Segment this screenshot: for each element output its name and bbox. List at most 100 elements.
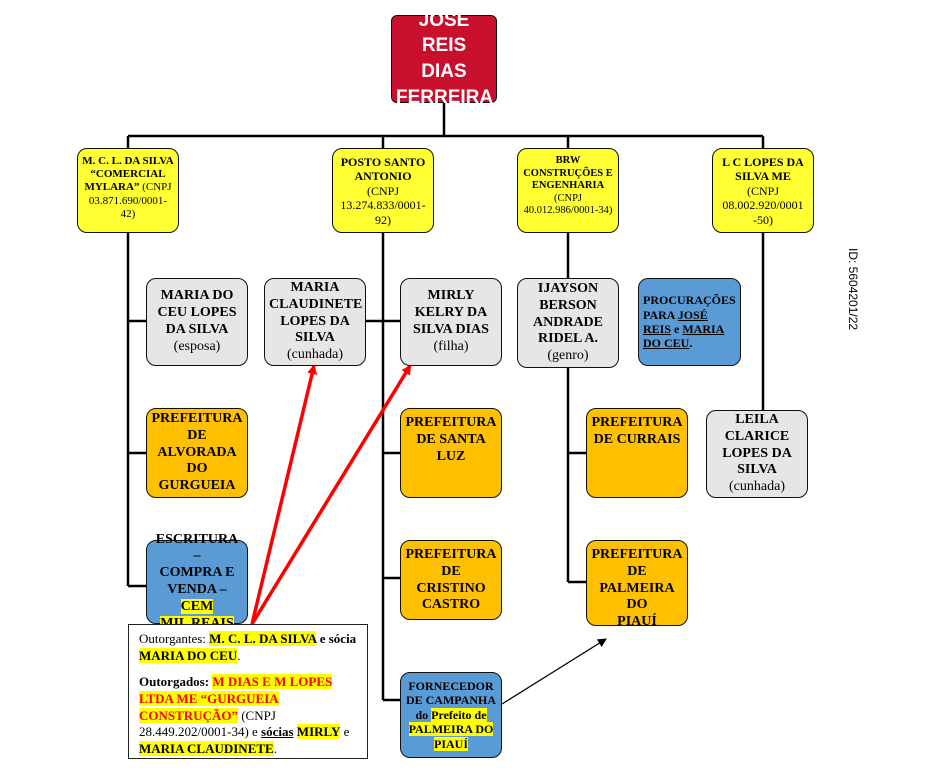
note-company: CONSTRUÇÃO” xyxy=(139,707,238,723)
escritura-box: ESCRITURA – COMPRA E VENDA – CEM MIL REA… xyxy=(146,532,248,631)
prefeitura-box-currais: PREFEITURA DE CURRAIS xyxy=(586,408,688,498)
prefeitura-box-cristino-castro: PREFEITURA DE CRISTINO CASTRO xyxy=(400,540,502,620)
fornecedor-text: DE CAMPANHA xyxy=(405,693,497,708)
person-name: ANDRADE xyxy=(533,314,603,330)
company-cnpj: -50) xyxy=(753,212,773,227)
person-role: (genro) xyxy=(547,348,589,364)
prefeitura-box-alvorada: PREFEITURA DE ALVORADA DO GURGUEIA xyxy=(146,408,248,498)
prefeitura-name: PREFEITURA xyxy=(591,415,683,430)
company-cnpj: 40.012.986/0001-34) xyxy=(523,205,613,217)
procuracoes-text: . xyxy=(689,336,693,351)
prefeitura-name: DE xyxy=(627,563,647,579)
escritura-text: ESCRITURA – xyxy=(155,531,239,564)
prefeitura-box-palmeira-do-piaui: PREFEITURA DE PALMEIRA DO PIAUÍ xyxy=(586,540,688,629)
fornecedor-text: do xyxy=(415,707,432,722)
person-role: (filha) xyxy=(433,338,469,354)
note-party: M. C. L. DA SILVA xyxy=(209,631,317,646)
escritura-value: CEM xyxy=(180,598,214,614)
note-label: Outorgados: xyxy=(139,673,213,689)
person-name: KELRY DA xyxy=(414,305,488,321)
root-person-box: JOSE REIS DIAS FERREIRA xyxy=(391,10,497,108)
person-box-leila-clarice: LEILA CLARICE LOPES DA SILVA (cunhada) xyxy=(706,410,808,498)
company-name: BRW xyxy=(555,155,581,166)
fornecedor-highlight: PIAUÍ xyxy=(433,736,468,751)
company-cnpj: 92) xyxy=(375,212,391,227)
person-name: MIRLY xyxy=(427,288,475,304)
note-outorgados: Outorgados: M DIAS E M LOPES LTDA ME “GU… xyxy=(139,673,357,758)
company-cnpj: (CNPJ xyxy=(139,181,172,194)
escritura-details-note: Outorgantes: M. C. L. DA SILVA e sócia M… xyxy=(128,624,368,759)
company-box-brw: BRW CONSTRUÇÕES E ENGENHARIA (CNPJ 40.01… xyxy=(517,148,619,233)
note-party: MARIA CLAUDINETE xyxy=(139,741,274,757)
note-text: . xyxy=(237,647,241,663)
procuracoes-name: DO CEU xyxy=(643,336,690,351)
person-name: LOPES DA xyxy=(280,313,350,329)
company-cnpj: (CNPJ xyxy=(553,192,582,204)
procuracoes-text: PARA xyxy=(643,307,678,322)
company-name: ENGENHARIA xyxy=(531,180,605,192)
person-role: (cunhada) xyxy=(729,479,785,495)
person-name: MARIA DO xyxy=(160,288,234,304)
company-name: L C LOPES DA xyxy=(722,155,804,169)
fornecedor-box: FORNECEDOR DE CAMPANHA do Prefeito de PA… xyxy=(400,672,502,758)
prefeitura-name: GURGUEIA xyxy=(158,478,236,494)
prefeitura-name: PREFEITURA xyxy=(405,415,497,430)
person-name: DA SILVA xyxy=(165,322,229,337)
company-box-lc-lopes: L C LOPES DA SILVA ME (CNPJ 08.002.920/0… xyxy=(712,148,814,233)
note-text: e sócia xyxy=(316,631,357,646)
fornecedor-highlight: Prefeito de xyxy=(431,707,487,722)
person-name: CLARICE xyxy=(724,428,790,444)
person-name: CLAUDINETE xyxy=(269,296,363,312)
person-role: (esposa) xyxy=(173,338,221,354)
company-box-mcl-silva: M. C. L. DA SILVA “COMERCIAL MYLARA” (CN… xyxy=(77,148,179,233)
person-name: IJAYSON xyxy=(537,281,599,297)
company-cnpj: 03.871.690/0001-42) xyxy=(88,194,168,220)
company-cnpj: 08.002.920/0001 xyxy=(722,198,804,213)
prefeitura-name: DE CRISTINO xyxy=(416,563,486,596)
person-role: (cunhada) xyxy=(287,347,343,363)
procuracoes-text: e xyxy=(671,322,683,336)
company-name: ANTONIO xyxy=(354,169,412,184)
fornecedor-text: FORNECEDOR xyxy=(408,679,494,694)
company-cnpj: (CNPJ xyxy=(366,183,399,198)
company-name: M. C. L. DA SILVA xyxy=(82,155,174,167)
prefeitura-name: CASTRO xyxy=(421,597,481,613)
note-text: (CNPJ xyxy=(237,707,276,723)
person-name: SILVA DIAS xyxy=(413,322,489,337)
prefeitura-box-santa-luz: PREFEITURA DE SANTA LUZ xyxy=(400,408,502,498)
escritura-text: COMPRA E xyxy=(159,565,235,581)
person-name: LEILA xyxy=(735,412,779,428)
person-name: MARIA xyxy=(290,280,340,296)
person-box-maria-do-ceu: MARIA DO CEU LOPES DA SILVA (esposa) xyxy=(146,278,248,366)
procuracoes-name: JOSÉ xyxy=(677,307,708,322)
person-box-maria-claudinete: MARIA CLAUDINETE LOPES DA SILVA (cunhada… xyxy=(264,278,366,366)
escritura-text: VENDA – xyxy=(167,582,227,597)
prefeitura-name: DE xyxy=(187,427,207,443)
person-name: SILVA xyxy=(737,462,777,478)
procuracoes-text: PROCURAÇÕES xyxy=(643,293,736,308)
prefeitura-name: PREFEITURA xyxy=(405,547,497,562)
note-party: MIRLY xyxy=(296,724,341,740)
note-text: sócias xyxy=(261,724,294,740)
root-name-line: JOSE REIS xyxy=(418,9,470,57)
note-party: MARIA DO CEU xyxy=(139,647,238,663)
prefeitura-name: DO xyxy=(186,461,208,477)
company-name: SILVA ME xyxy=(735,169,791,184)
company-box-posto-santo-antonio: POSTO SANTO ANTONIO (CNPJ 13.274.833/000… xyxy=(332,148,434,233)
prefeitura-name: DE SANTA xyxy=(416,431,486,447)
company-name: CONSTRUÇÕES E xyxy=(523,167,613,179)
person-box-ijayson: IJAYSON BERSON ANDRADE RIDEL A. (genro) xyxy=(517,278,619,368)
fornecedor-highlight: PALMEIRA DO xyxy=(408,722,494,737)
note-outorgantes: Outorgantes: M. C. L. DA SILVA e sócia M… xyxy=(139,631,357,665)
note-text: e xyxy=(340,724,350,740)
person-name: CEU LOPES xyxy=(157,305,237,321)
document-id: ID: 5604201/22 xyxy=(846,248,860,331)
prefeitura-name: PREFEITURA xyxy=(591,547,683,562)
prefeitura-name: LUZ xyxy=(436,448,466,464)
company-cnpj: 13.274.833/0001- xyxy=(340,198,426,213)
prefeitura-name: ALVORADA xyxy=(157,444,237,460)
procuracoes-name: MARIA xyxy=(682,322,725,336)
note-label: Outorgantes: xyxy=(139,631,210,646)
root-name-line: DIAS xyxy=(421,61,467,82)
